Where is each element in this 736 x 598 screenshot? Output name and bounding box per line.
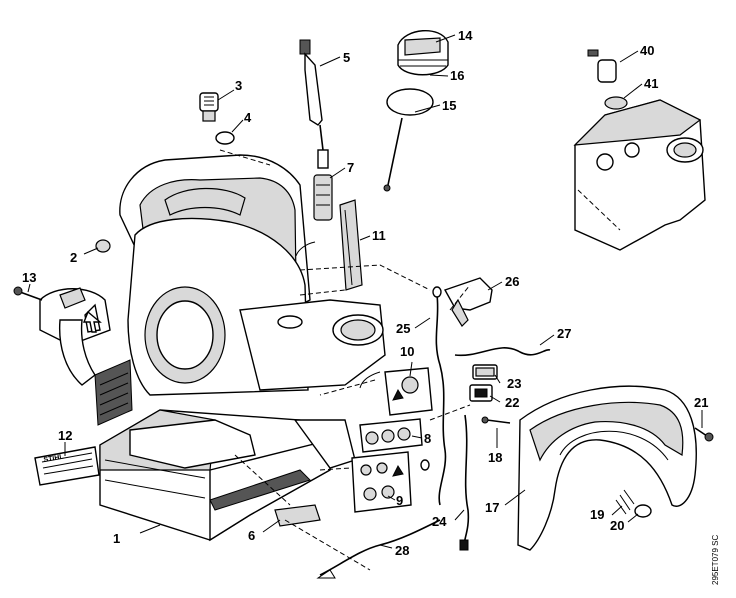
callout-11: 11 bbox=[372, 228, 386, 243]
part-16-gasket bbox=[386, 88, 434, 116]
callout-15: 15 bbox=[442, 98, 456, 113]
callout-3: 3 bbox=[235, 78, 242, 93]
part-7-fuel-filter bbox=[313, 149, 333, 221]
part-40-valve bbox=[587, 49, 617, 83]
part-15-rod bbox=[387, 117, 403, 186]
part-18-screw bbox=[481, 416, 511, 424]
part-tank-assembly bbox=[573, 99, 706, 251]
callout-2: 2 bbox=[70, 250, 77, 265]
callout-1: 1 bbox=[113, 531, 120, 546]
callout-12: 12 bbox=[58, 428, 72, 443]
callout-26: 26 bbox=[505, 274, 519, 289]
brand-mark: STIHL bbox=[43, 453, 65, 464]
part-17-handle-housing bbox=[517, 385, 697, 551]
callout-41: 41 bbox=[644, 76, 658, 91]
callout-25: 25 bbox=[396, 321, 410, 336]
callout-20: 20 bbox=[610, 518, 624, 533]
part-13-screw bbox=[13, 286, 43, 301]
callout-9: 9 bbox=[396, 493, 403, 508]
part-23-switch bbox=[472, 364, 498, 380]
callout-24: 24 bbox=[432, 514, 447, 529]
part-20-cap bbox=[634, 504, 652, 518]
part-9-label bbox=[351, 451, 412, 513]
part-8-label bbox=[359, 418, 423, 453]
part-3-screw-cap bbox=[199, 92, 219, 122]
part-12-label bbox=[34, 446, 100, 486]
callout-14: 14 bbox=[458, 28, 473, 43]
part-14-fuel-cap bbox=[397, 29, 449, 76]
part-5-fuel-hose bbox=[299, 39, 324, 151]
callout-13: 13 bbox=[22, 270, 36, 285]
callout-40: 40 bbox=[640, 43, 654, 58]
callout-10: 10 bbox=[400, 344, 414, 359]
part-24-wire bbox=[463, 414, 470, 549]
part-10-label bbox=[384, 367, 433, 416]
callout-18: 18 bbox=[488, 450, 502, 465]
drawing-code: 295ET079 SC bbox=[711, 535, 720, 585]
part-26-throttle-trigger bbox=[443, 277, 493, 327]
part-28-wire bbox=[319, 519, 441, 576]
callout-17: 17 bbox=[485, 500, 499, 515]
part-2-nut bbox=[95, 239, 111, 253]
callout-4: 4 bbox=[244, 110, 252, 125]
blower-housing bbox=[39, 154, 386, 542]
callout-5: 5 bbox=[343, 50, 350, 65]
callout-8: 8 bbox=[424, 431, 431, 446]
callout-22: 22 bbox=[505, 395, 519, 410]
callout-27: 27 bbox=[557, 326, 571, 341]
part-27-wire bbox=[454, 347, 551, 357]
part-41-grommet bbox=[604, 96, 628, 110]
part-22-switch bbox=[469, 384, 493, 402]
part-6-foam bbox=[274, 504, 321, 527]
callout-23: 23 bbox=[507, 376, 521, 391]
part-19-spring bbox=[615, 489, 635, 515]
callout-16: 16 bbox=[450, 68, 464, 83]
part-25-wire bbox=[435, 294, 447, 506]
callout-7: 7 bbox=[347, 160, 354, 175]
callout-21: 21 bbox=[694, 395, 708, 410]
callout-19: 19 bbox=[590, 507, 604, 522]
part-4-o-ring bbox=[215, 131, 235, 145]
part-21-screw bbox=[694, 427, 714, 442]
callout-28: 28 bbox=[395, 543, 409, 558]
part-11-strip bbox=[339, 199, 363, 291]
callout-6: 6 bbox=[248, 528, 255, 543]
